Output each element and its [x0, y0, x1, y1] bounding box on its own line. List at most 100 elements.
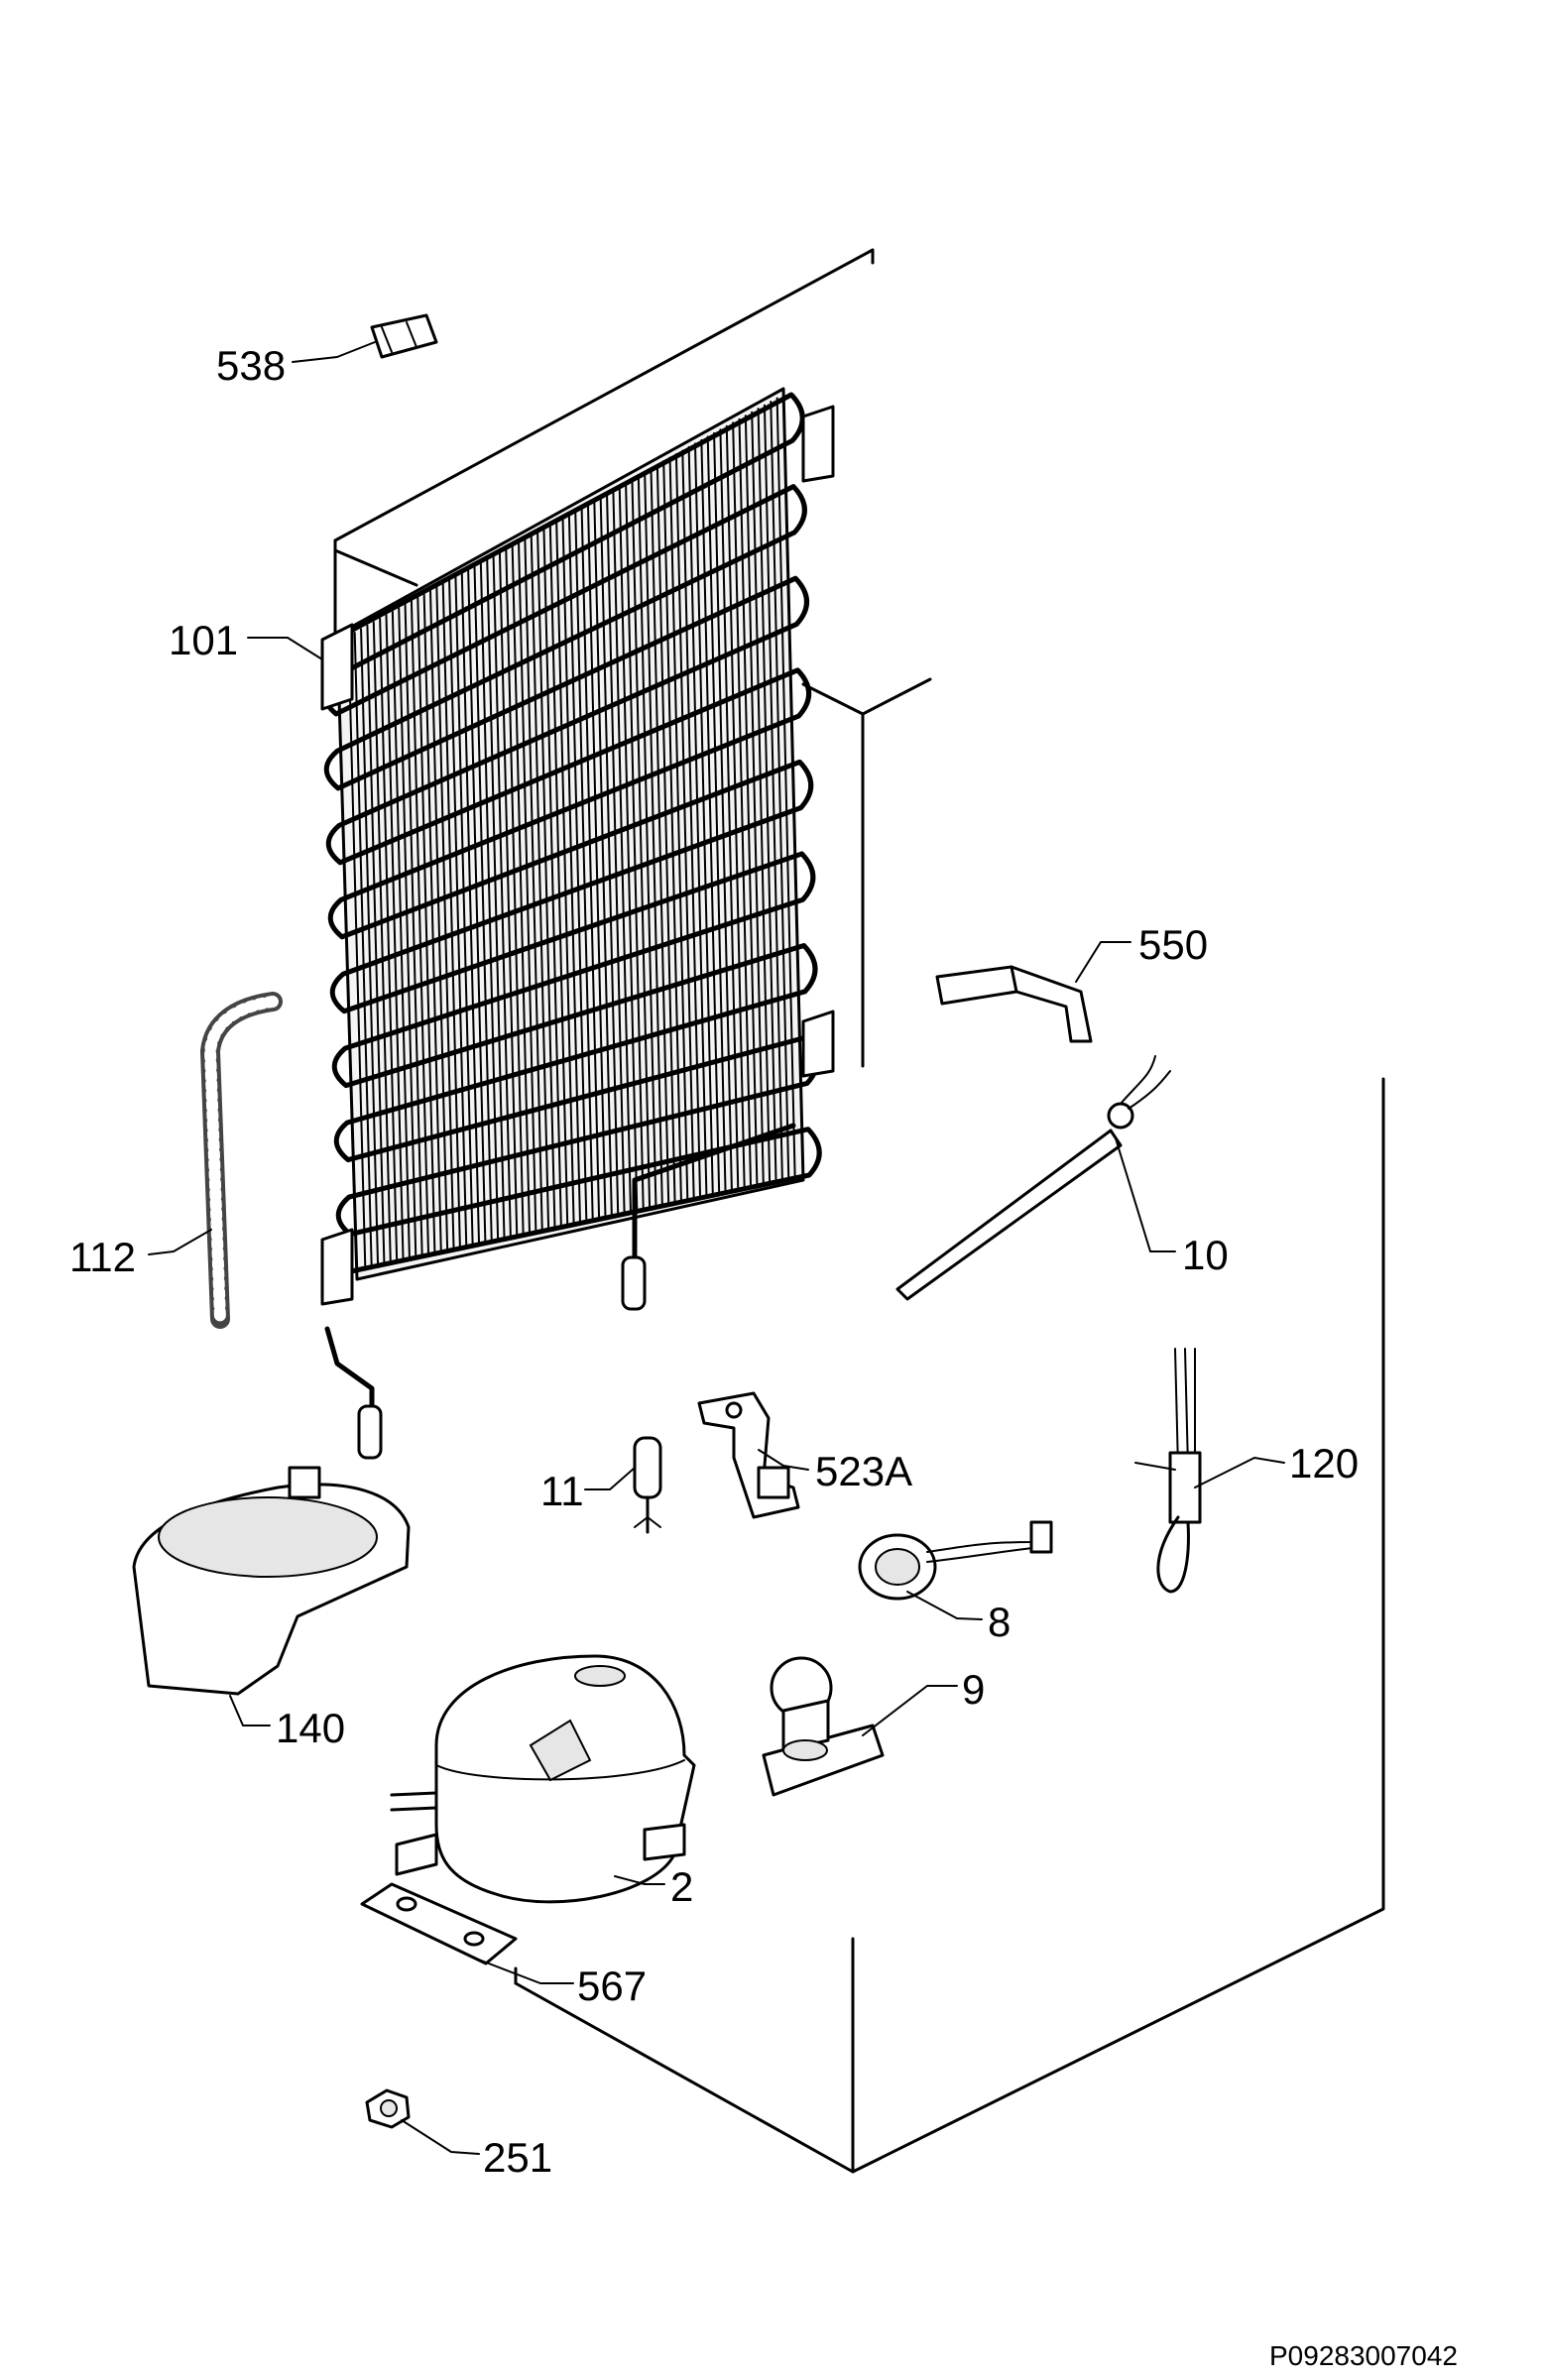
- condenser-fin: [360, 628, 380, 1268]
- condenser-fin: [687, 445, 708, 1197]
- condenser-fin: [429, 589, 449, 1253]
- condenser-fin: [738, 417, 759, 1186]
- part-sensor-10: [895, 1055, 1171, 1301]
- condenser-fin: [542, 527, 562, 1229]
- condenser-fin: [618, 484, 639, 1213]
- part-compressor-2: [390, 1654, 696, 1904]
- condenser-fin: [366, 624, 386, 1267]
- condenser-fin: [655, 463, 676, 1204]
- leader-112: [148, 1229, 212, 1255]
- leader-2: [614, 1875, 665, 1885]
- part-clamp-523a: [697, 1391, 800, 1519]
- condenser-fin: [580, 505, 601, 1221]
- condenser-fin: [448, 579, 468, 1250]
- callout-251: 251: [483, 2134, 552, 2181]
- drawing-code: P09283007042: [1269, 2340, 1458, 2371]
- condenser-fin: [650, 467, 670, 1206]
- condenser-bracket-bottom-right: [801, 1010, 835, 1078]
- leader-550: [1075, 941, 1131, 983]
- condenser-fin: [770, 401, 790, 1179]
- leader-10: [1115, 1137, 1176, 1252]
- condenser-fin: [435, 586, 455, 1252]
- condenser-fin: [593, 498, 613, 1218]
- part-tray-140: [132, 1466, 411, 1696]
- condenser-fin: [518, 540, 537, 1235]
- condenser-fin: [555, 520, 575, 1226]
- condenser-tube-end-left: [357, 1404, 383, 1460]
- leader-523a: [758, 1449, 809, 1471]
- condenser-fin: [744, 415, 765, 1185]
- condenser-fin: [379, 617, 399, 1264]
- condenser-fin: [548, 523, 569, 1228]
- condenser-fin: [454, 575, 474, 1249]
- callout-120: 120: [1289, 1440, 1359, 1487]
- callout-2: 2: [670, 1863, 693, 1910]
- condenser-fin: [479, 561, 500, 1243]
- condenser-tube-end-right: [621, 1255, 647, 1311]
- part-valve-11: [633, 1436, 662, 1534]
- callout-101: 101: [169, 617, 238, 663]
- condenser-fin: [775, 397, 796, 1178]
- leader-8: [906, 1591, 983, 1620]
- condenser-fin: [668, 456, 689, 1201]
- part-bracket-9: [762, 1656, 885, 1797]
- part-plate-567: [360, 1882, 518, 1965]
- condenser-fin: [511, 543, 532, 1236]
- condenser-fin: [732, 421, 753, 1188]
- condenser-fin: [524, 536, 543, 1233]
- cabinet-outline: [333, 248, 1385, 2174]
- condenser-fin: [694, 442, 714, 1196]
- part-bracket-550: [935, 965, 1093, 1043]
- leader-lines: [148, 341, 1285, 2155]
- condenser-fin: [460, 571, 481, 1247]
- callout-523a: 523A: [815, 1448, 912, 1494]
- condenser-bracket-bottom-left: [320, 1228, 354, 1306]
- condenser-fin: [441, 582, 461, 1250]
- leader-9: [862, 1685, 958, 1736]
- condenser-fin: [416, 596, 436, 1256]
- condenser-fin: [486, 557, 506, 1242]
- callout-8: 8: [988, 1599, 1011, 1645]
- part-nut-251: [365, 2088, 411, 2129]
- callout-550: 550: [1138, 921, 1208, 968]
- condenser-fin: [404, 603, 423, 1259]
- part-clip-538: [370, 313, 438, 359]
- callout-labels: 538 101 112 550 10 11 523A 120 8 9 140 2…: [69, 342, 1359, 2181]
- leader-101: [247, 637, 323, 660]
- condenser-fin: [410, 600, 430, 1257]
- condenser-fin: [492, 554, 512, 1240]
- condenser-fin: [385, 614, 405, 1263]
- callout-140: 140: [276, 1705, 345, 1751]
- condenser-fin: [498, 550, 519, 1239]
- condenser-fin: [637, 474, 657, 1208]
- condenser-fin: [757, 408, 777, 1182]
- condenser-fin: [662, 460, 682, 1203]
- condenser-fin: [751, 411, 772, 1183]
- leader-251: [401, 2119, 480, 2155]
- leader-120: [1194, 1457, 1285, 1488]
- condenser-fin: [706, 435, 727, 1193]
- condenser-fin: [725, 424, 746, 1189]
- condenser-fin: [763, 404, 783, 1181]
- condenser-fin: [398, 607, 417, 1260]
- condenser-fin: [644, 470, 663, 1207]
- leader-140: [229, 1695, 271, 1726]
- condenser-fin: [473, 564, 493, 1244]
- callout-112: 112: [69, 1234, 136, 1280]
- condenser-fin: [625, 481, 645, 1211]
- condenser-fin: [505, 547, 525, 1237]
- condenser-fin: [674, 452, 695, 1200]
- condenser: [320, 387, 835, 1460]
- leader-11: [584, 1467, 636, 1490]
- condenser-fin: [391, 610, 411, 1261]
- condenser-fin: [467, 568, 487, 1246]
- condenser-fin: [586, 502, 607, 1219]
- condenser-fin: [719, 428, 740, 1190]
- part-harness-120: [1134, 1348, 1202, 1594]
- condenser-fin: [700, 438, 721, 1195]
- callout-567: 567: [577, 1963, 647, 2009]
- part-drain-hose-112: [200, 992, 283, 1329]
- condenser-fin: [536, 530, 556, 1231]
- condenser-bracket-top-left: [320, 623, 354, 711]
